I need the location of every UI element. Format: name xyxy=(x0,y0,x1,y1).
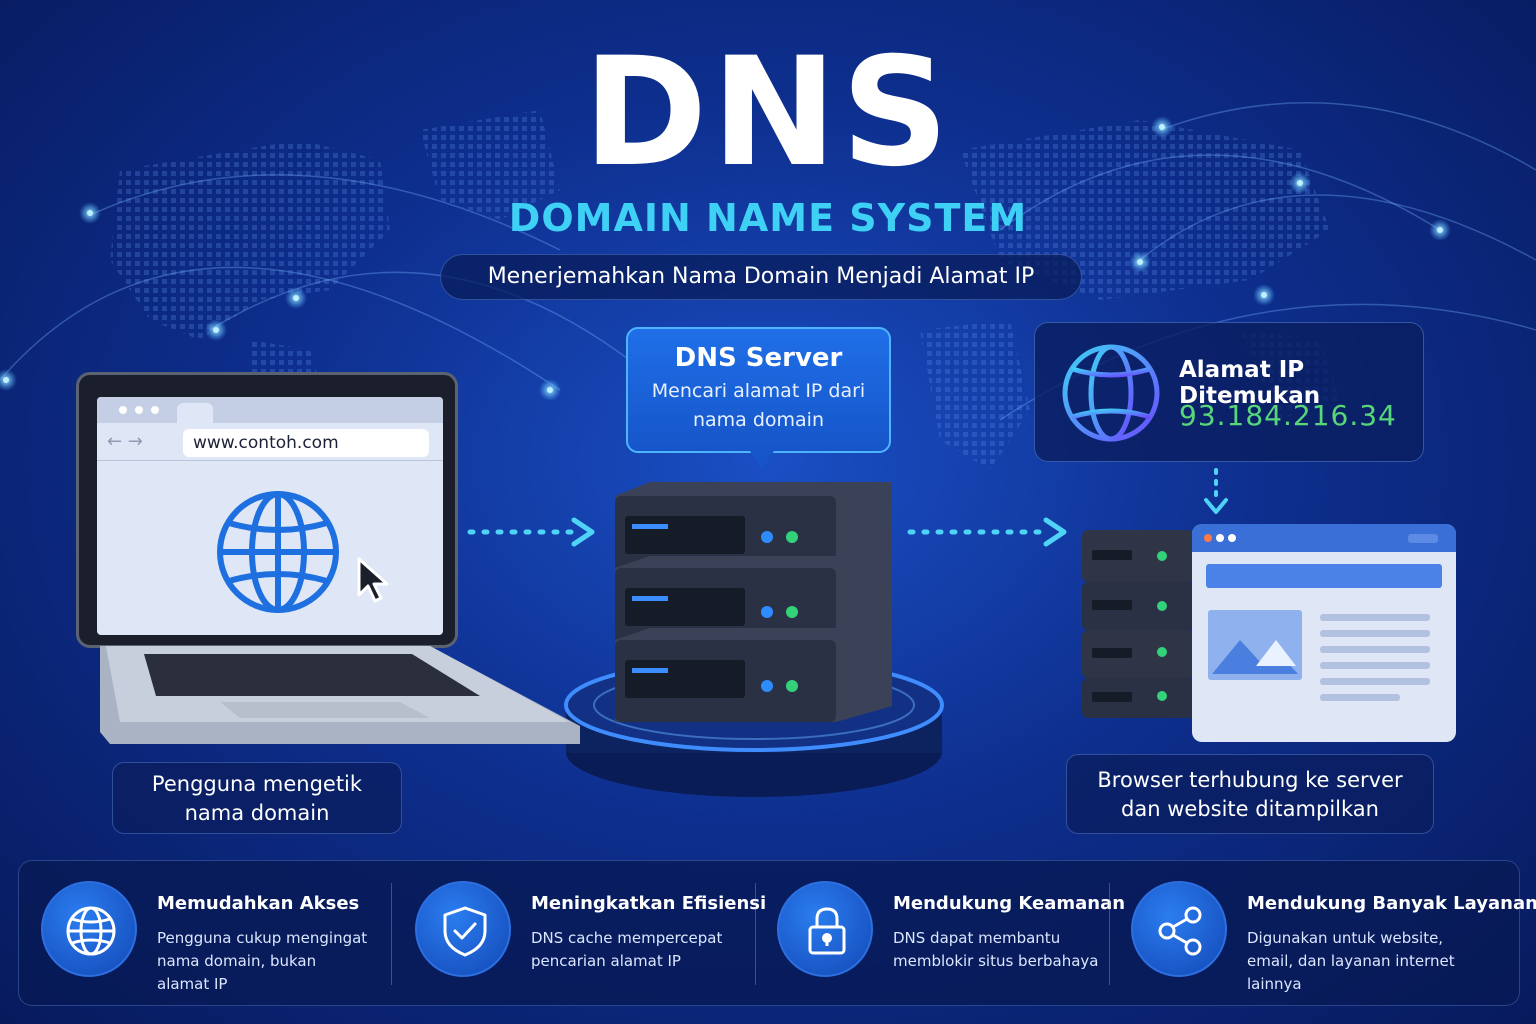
share-icon xyxy=(1131,881,1227,977)
flow-arrow-1 xyxy=(467,517,595,547)
feature-line: nama domain, bukan xyxy=(157,952,317,970)
feature-item: Meningkatkan Efisiensi DNS cache memperc… xyxy=(393,861,766,1007)
destination-caption-line2: dan website ditampilkan xyxy=(1121,797,1379,821)
dns-server-stack xyxy=(615,482,892,722)
feature-line: alamat IP xyxy=(157,975,228,993)
divider xyxy=(1109,883,1110,985)
feature-line: Pengguna cukup mengingat xyxy=(157,929,368,947)
dns-server-bubble: DNS Server Mencari alamat IP dari nama d… xyxy=(626,327,891,469)
back-forward-icon: ← → xyxy=(107,431,143,452)
dns-server-title: DNS Server xyxy=(674,343,843,373)
feature-line: email, dan layanan internet xyxy=(1247,952,1455,970)
feature-title: Mendukung Keamanan xyxy=(893,893,1126,914)
flow-arrow-down xyxy=(1204,468,1228,514)
feature-item: Mendukung Banyak Layanan Digunakan untuk… xyxy=(1109,861,1536,1007)
web-server-stack xyxy=(1082,530,1194,718)
cursor-icon xyxy=(357,557,389,603)
window-dot xyxy=(151,406,159,414)
url-bar: www.contoh.com xyxy=(183,429,429,457)
laptop-browser: ← → www.contoh.com xyxy=(97,397,443,635)
dns-server-text-line1: Mencari alamat IP dari xyxy=(651,380,866,402)
feature-description: Pengguna cukup mengingat nama domain, bu… xyxy=(157,927,367,996)
browser-tab xyxy=(177,403,213,423)
dns-server-text-line2: nama domain xyxy=(692,409,825,431)
laptop-keyboard xyxy=(100,646,580,744)
lock-icon xyxy=(777,881,873,977)
laptop: ← → www.contoh.com xyxy=(70,368,590,758)
divider xyxy=(755,883,756,985)
website-window xyxy=(1192,524,1456,742)
ip-result-title: Alamat IP Ditemukan xyxy=(1179,357,1321,409)
browser-titlebar xyxy=(97,397,443,423)
shield-check-icon xyxy=(415,881,511,977)
page-title: DNS xyxy=(582,26,954,200)
feature-line: pencarian alamat IP xyxy=(531,952,681,970)
feature-item: Memudahkan Akses Pengguna cukup menginga… xyxy=(19,861,391,1007)
laptop-caption-line1: Pengguna mengetik xyxy=(151,772,363,796)
browser-nav-bar: ← → www.contoh.com xyxy=(97,423,443,461)
destination-caption: Browser terhubung ke server dan website … xyxy=(1066,754,1434,834)
bubble-tail xyxy=(750,451,774,469)
laptop-caption-line2: nama domain xyxy=(184,801,330,825)
divider xyxy=(391,883,392,985)
destination-caption-line1: Browser terhubung ke server xyxy=(1097,768,1403,792)
window-dot xyxy=(135,406,143,414)
feature-description: DNS cache mempercepat pencarian alamat I… xyxy=(531,927,722,973)
feature-line: memblokir situs berbahaya xyxy=(893,952,1099,970)
features-strip: Memudahkan Akses Pengguna cukup menginga… xyxy=(18,860,1536,1007)
window-dot xyxy=(119,406,127,414)
feature-title: Mendukung Banyak Layanan xyxy=(1247,893,1536,914)
laptop-screen: ← → www.contoh.com xyxy=(76,372,458,648)
feature-line: DNS dapat membantu xyxy=(893,929,1061,947)
feature-line: lainnya xyxy=(1247,975,1302,993)
network-arcs xyxy=(0,102,1536,421)
tagline-pill: Menerjemahkan Nama Domain Menjadi Alamat… xyxy=(440,254,1082,300)
feature-item: Mendukung Keamanan DNS dapat membantu me… xyxy=(755,861,1125,1007)
ip-address-value: 93.184.216.34 xyxy=(1179,399,1397,432)
feature-description: Digunakan untuk website, email, dan laya… xyxy=(1247,927,1455,996)
ip-result-card: Alamat IP Ditemukan 93.184.216.34 xyxy=(1034,322,1424,462)
network-nodes xyxy=(0,116,1451,401)
feature-description: DNS dapat membantu memblokir situs berba… xyxy=(893,927,1098,973)
globe-icon xyxy=(41,881,137,977)
feature-line: DNS cache mempercepat xyxy=(531,929,723,947)
globe-icon xyxy=(217,491,339,613)
page-subtitle: DOMAIN NAME SYSTEM xyxy=(508,196,1028,240)
feature-title: Memudahkan Akses xyxy=(157,893,360,914)
feature-line: Digunakan untuk website, xyxy=(1247,929,1444,947)
globe-icon xyxy=(1062,344,1160,442)
feature-title: Meningkatkan Efisiensi xyxy=(531,893,767,914)
laptop-caption: Pengguna mengetik nama domain xyxy=(112,762,402,834)
flow-arrow-2 xyxy=(907,517,1067,547)
